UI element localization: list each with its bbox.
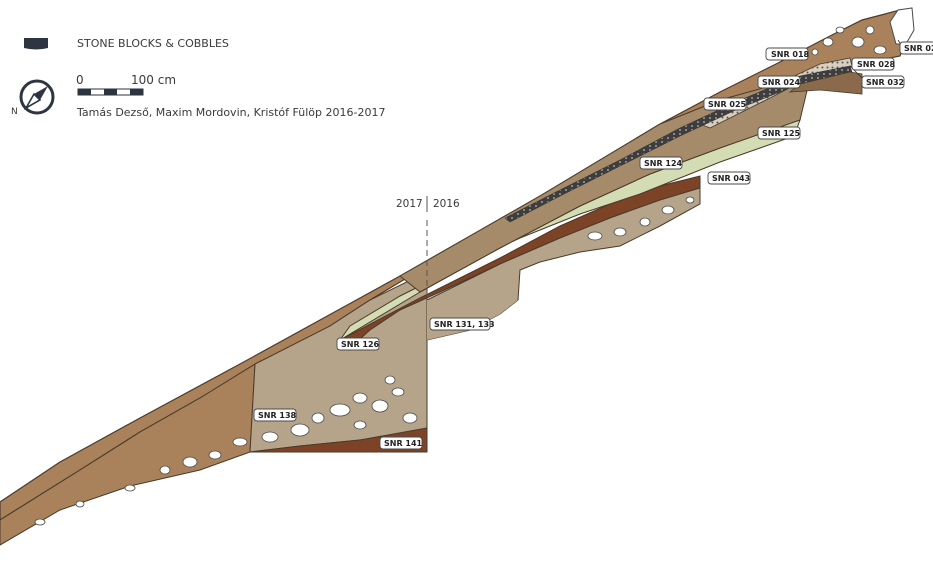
credits: Tamás Dezső, Maxim Mordovin, Kristóf Fül… xyxy=(77,106,386,119)
stones xyxy=(34,25,887,526)
scale-zero: 0 xyxy=(76,73,84,87)
layer-snr032 xyxy=(788,71,863,95)
scale-max: 100 cm xyxy=(131,73,177,87)
stones-label: STONE BLOCKS & COBBLES xyxy=(77,37,229,50)
stone-block-top xyxy=(889,7,915,45)
north-letter: N xyxy=(11,107,18,117)
section-step xyxy=(427,300,518,340)
layer-snr124 xyxy=(399,77,811,293)
